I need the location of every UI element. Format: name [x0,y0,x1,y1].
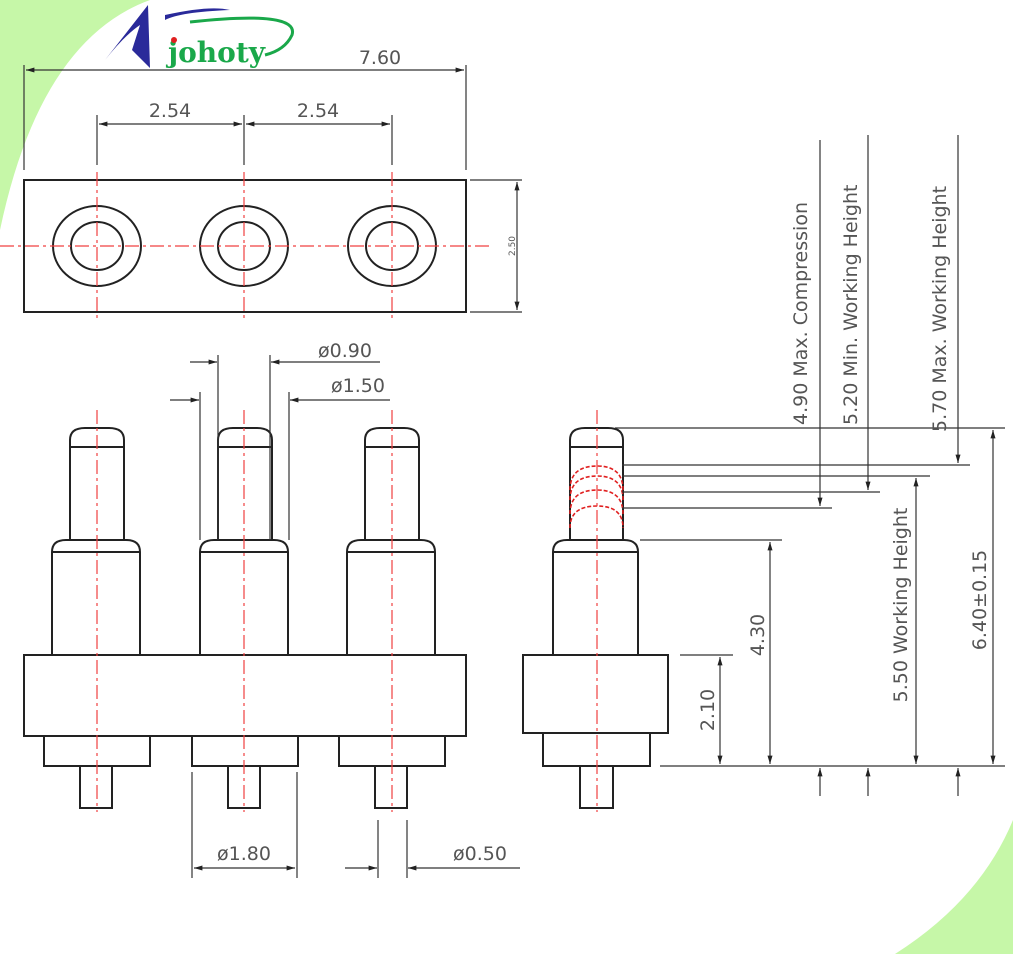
dim-tail-dia: ø0.50 [453,843,507,865]
dim-total-height: 6.40±0.15 [969,550,991,651]
dim-height: 2.50 [508,236,518,256]
top-view: 7.60 2.54 2.54 2.50 [0,47,522,320]
dim-collar-dia: ø1.80 [217,843,271,865]
label-max-compression: 4.90 Max. Compression [790,202,812,425]
label-max-working-height: 5.70 Max. Working Height [929,186,951,432]
dim-barrel-height: 4.30 [747,614,769,656]
label-working-height: 5.50 Working Height [890,508,912,703]
dim-plunger-dia: ø0.90 [318,340,372,362]
dim-pitch-1: 2.54 [149,100,191,122]
corner-accent-top-left [0,0,150,230]
label-min-working-height: 5.20 Min. Working Height [840,185,862,425]
front-view: ø0.90 ø1.50 ø1.80 ø0.50 [23,340,520,878]
dim-barrel-dia: ø1.50 [331,375,385,397]
dim-base-height: 2.10 [697,689,719,731]
side-view: 4.90 Max. Compression 5.20 Min. Working … [522,135,1005,812]
johoty-logo: johoty [105,5,295,69]
corner-accent-bottom-right [895,820,1013,954]
dim-overall-width: 7.60 [359,47,401,69]
svg-text:johoty: johoty [165,36,266,69]
dim-pitch-2: 2.54 [297,100,339,122]
